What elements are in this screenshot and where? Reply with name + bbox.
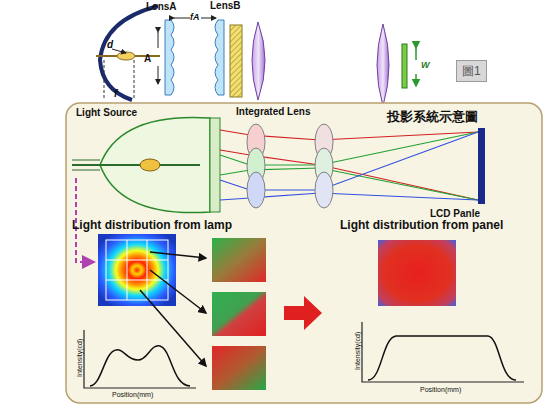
section-heading: Light distribution from panel — [340, 219, 503, 232]
part-label: LCD Panle — [430, 208, 480, 219]
axis-label: Intensity(cd) — [76, 339, 84, 377]
dimension-label: f — [114, 88, 117, 99]
lens-label: LensB — [210, 0, 241, 11]
figure-tag-box: 圖1 — [456, 60, 487, 82]
diagram-title: 投影系統示意圖 — [387, 110, 478, 124]
dimension-label: A — [144, 53, 151, 64]
part-label: Light Source — [76, 107, 137, 118]
section-heading: Light distribution from lamp — [72, 219, 232, 232]
figure-number: 圖1 — [462, 64, 481, 78]
axis-label: Intensity(cd) — [354, 332, 362, 370]
dimension-label: fA — [190, 13, 200, 23]
dimension-label: d — [107, 39, 113, 50]
dimension-label: W — [421, 61, 430, 71]
axis-label: Position(mm) — [112, 391, 153, 399]
lens-label: LensA — [146, 1, 177, 12]
axis-label: Position(mm) — [420, 386, 461, 394]
part-label: Integrated Lens — [236, 106, 310, 117]
